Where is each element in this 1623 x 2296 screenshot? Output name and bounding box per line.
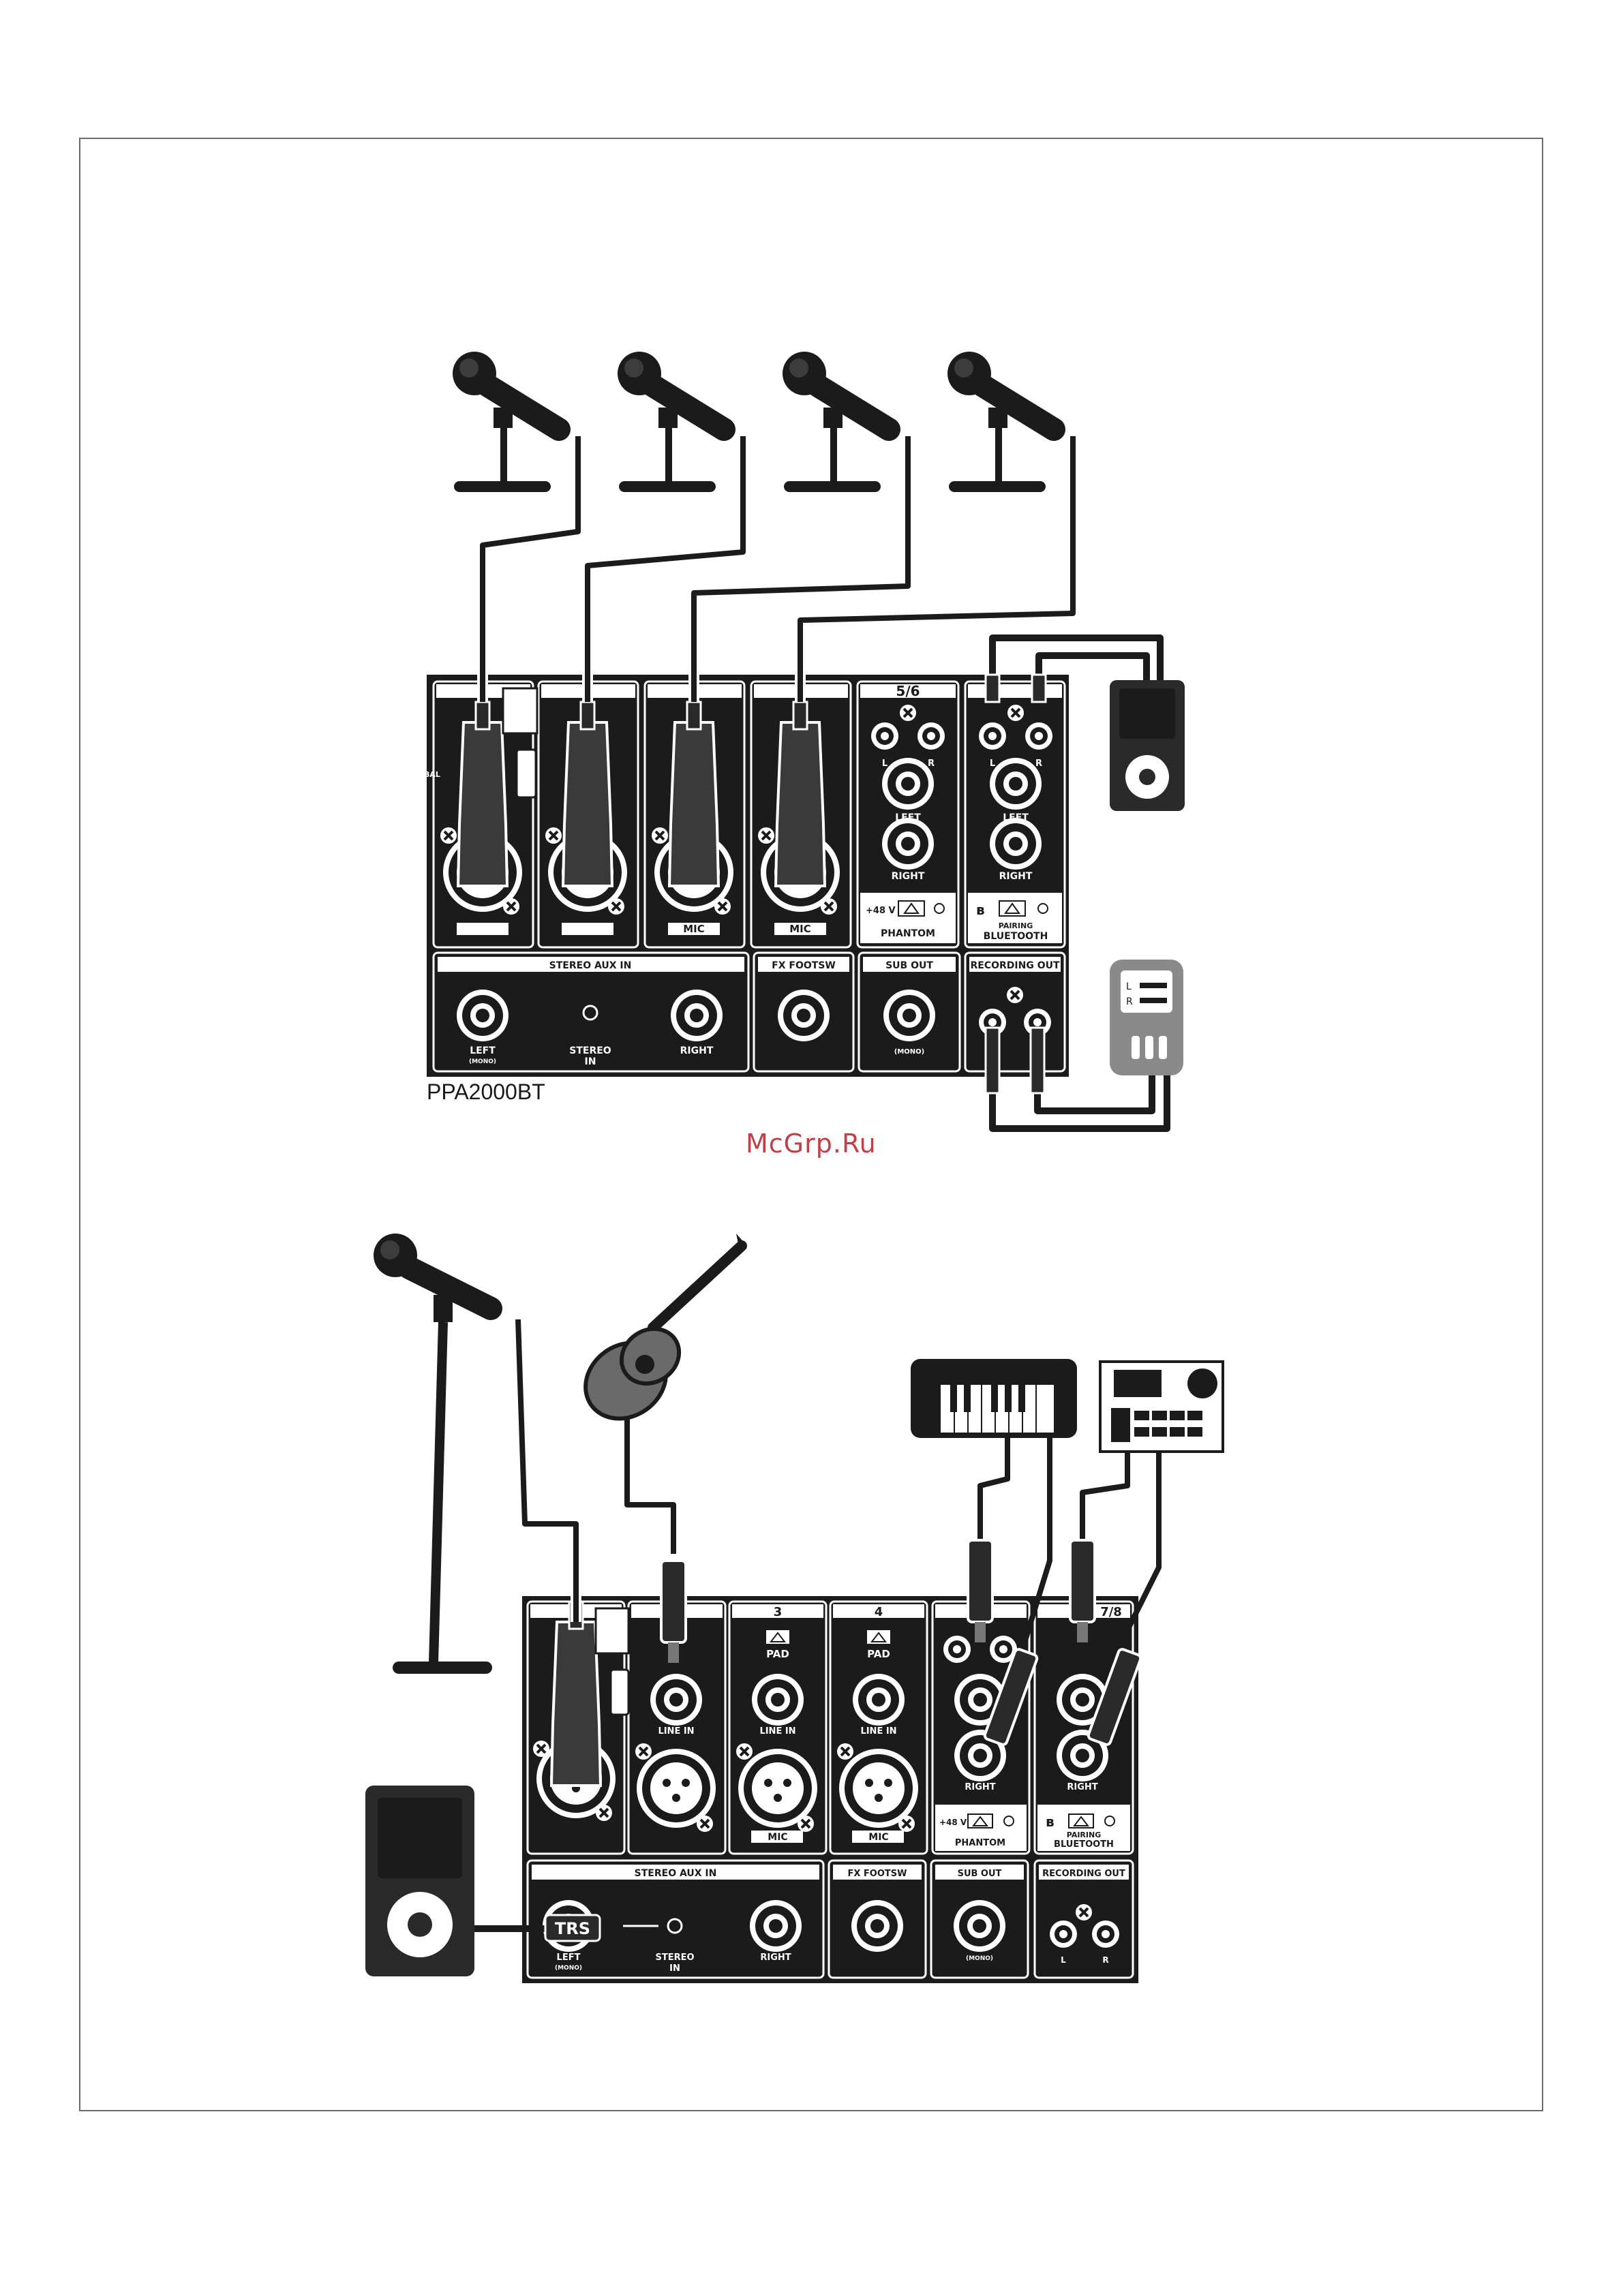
bluetooth-label-2: BLUETOOTH bbox=[1054, 1839, 1114, 1850]
bal-label-1: BAL bbox=[424, 770, 440, 779]
ch78-right-2: RIGHT bbox=[1067, 1782, 1097, 1792]
line-in-4: LINE IN bbox=[860, 1726, 896, 1736]
stereo-aux-in-2: STEREO AUX IN bbox=[635, 1868, 717, 1879]
model-label: PPA2000BT bbox=[427, 1080, 545, 1104]
acoustic-guitar bbox=[583, 1234, 747, 1421]
bluetooth-label-1: BLUETOOTH bbox=[984, 931, 1048, 942]
fx-footsw-1: FX FOOTSW bbox=[772, 960, 836, 971]
ch56-right: RIGHT bbox=[892, 871, 925, 882]
pairing-label-1: PAIRING bbox=[999, 921, 1033, 930]
mic-label-ch3: MIC bbox=[768, 1832, 787, 1843]
aux-right-2: RIGHT bbox=[760, 1953, 791, 1963]
pad-label-3: PAD bbox=[766, 1648, 789, 1660]
recording-out-1: RECORDING OUT bbox=[970, 960, 1059, 971]
fx-footsw-2: FX FOOTSW bbox=[848, 1869, 907, 1879]
microphone-2 bbox=[618, 352, 735, 492]
channel-header-7-8: 7/8 bbox=[1100, 1605, 1122, 1619]
aux-right-1: RIGHT bbox=[680, 1045, 714, 1056]
stereo-in-1: STEREO bbox=[569, 1045, 611, 1056]
ch56-right-2: RIGHT bbox=[965, 1782, 995, 1792]
drum-machine bbox=[1099, 1360, 1224, 1453]
line-in-2: LINE IN bbox=[658, 1726, 694, 1736]
recorder-r: R bbox=[1126, 996, 1133, 1007]
sub-mono-1: (MONO) bbox=[894, 1048, 924, 1056]
aux-mono-2: (MONO) bbox=[555, 1965, 582, 1972]
aux-mono-1: (MONO) bbox=[469, 1058, 496, 1065]
diagram-1: 5/6 BAL MIC MIC L R LEFT bbox=[424, 352, 1185, 1132]
stereo-aux-in-1: STEREO AUX IN bbox=[549, 960, 632, 971]
pairing-label-2: PAIRING bbox=[1067, 1831, 1101, 1839]
pad-label-4: PAD bbox=[867, 1648, 890, 1660]
aux-left-2: LEFT bbox=[557, 1953, 581, 1963]
phantom-48v-1: +48 V bbox=[866, 906, 896, 916]
line-in-3: LINE IN bbox=[759, 1726, 795, 1736]
sub-out-1: SUB OUT bbox=[885, 960, 933, 971]
page-border bbox=[79, 138, 1543, 2111]
media-player-1 bbox=[1110, 680, 1185, 811]
ch56-r: R bbox=[928, 759, 935, 769]
stereo-in-1b: IN bbox=[585, 1056, 596, 1067]
bluetooth-icon-2: ʙ bbox=[1046, 1813, 1055, 1830]
aux-left-1: LEFT bbox=[470, 1045, 496, 1056]
recorder-l: L bbox=[1126, 981, 1132, 992]
mic-label-4: MIC bbox=[789, 923, 811, 935]
recorder-device: L R bbox=[1110, 960, 1183, 1075]
rec-r-2: R bbox=[1102, 1955, 1108, 1965]
sub-out-2: SUB OUT bbox=[958, 1869, 1002, 1879]
channel-header-5-6: 5/6 bbox=[896, 683, 920, 699]
diagram-2: 3 4 7/8 PAD PAD LINE IN LINE IN LINE IN … bbox=[365, 1234, 1224, 1983]
bluetooth-icon: ʙ bbox=[976, 902, 985, 918]
ch78-l: L bbox=[990, 759, 995, 769]
phantom-label-2: PHANTOM bbox=[955, 1838, 1005, 1848]
mic-label-ch4: MIC bbox=[868, 1832, 888, 1843]
microphone-boom bbox=[374, 1234, 502, 1674]
microphone-3 bbox=[783, 352, 900, 492]
channel-header-4: 4 bbox=[875, 1605, 883, 1619]
stereo-in-2: STEREO bbox=[655, 1953, 694, 1963]
ch78-right: RIGHT bbox=[999, 871, 1033, 882]
media-player-2 bbox=[365, 1786, 474, 1976]
recording-out-2: RECORDING OUT bbox=[1042, 1869, 1125, 1879]
ch56-l: L bbox=[882, 759, 888, 769]
microphone-1 bbox=[453, 352, 571, 492]
sub-mono-2: (MONO) bbox=[966, 1955, 993, 1962]
stereo-in-2b: IN bbox=[669, 1963, 680, 1974]
ch78-r: R bbox=[1035, 759, 1042, 769]
microphone-4 bbox=[947, 352, 1065, 492]
mic-label-3: MIC bbox=[683, 923, 705, 935]
phantom-label-1: PHANTOM bbox=[881, 928, 935, 939]
watermark: McGrp.Ru bbox=[746, 1129, 877, 1159]
midi-keyboard bbox=[911, 1359, 1077, 1438]
phantom-48v-2: +48 V bbox=[939, 1818, 967, 1827]
rec-l-2: L bbox=[1061, 1955, 1066, 1965]
channel-header-3: 3 bbox=[774, 1605, 783, 1619]
trs-plug-label: TRS bbox=[555, 1919, 590, 1938]
